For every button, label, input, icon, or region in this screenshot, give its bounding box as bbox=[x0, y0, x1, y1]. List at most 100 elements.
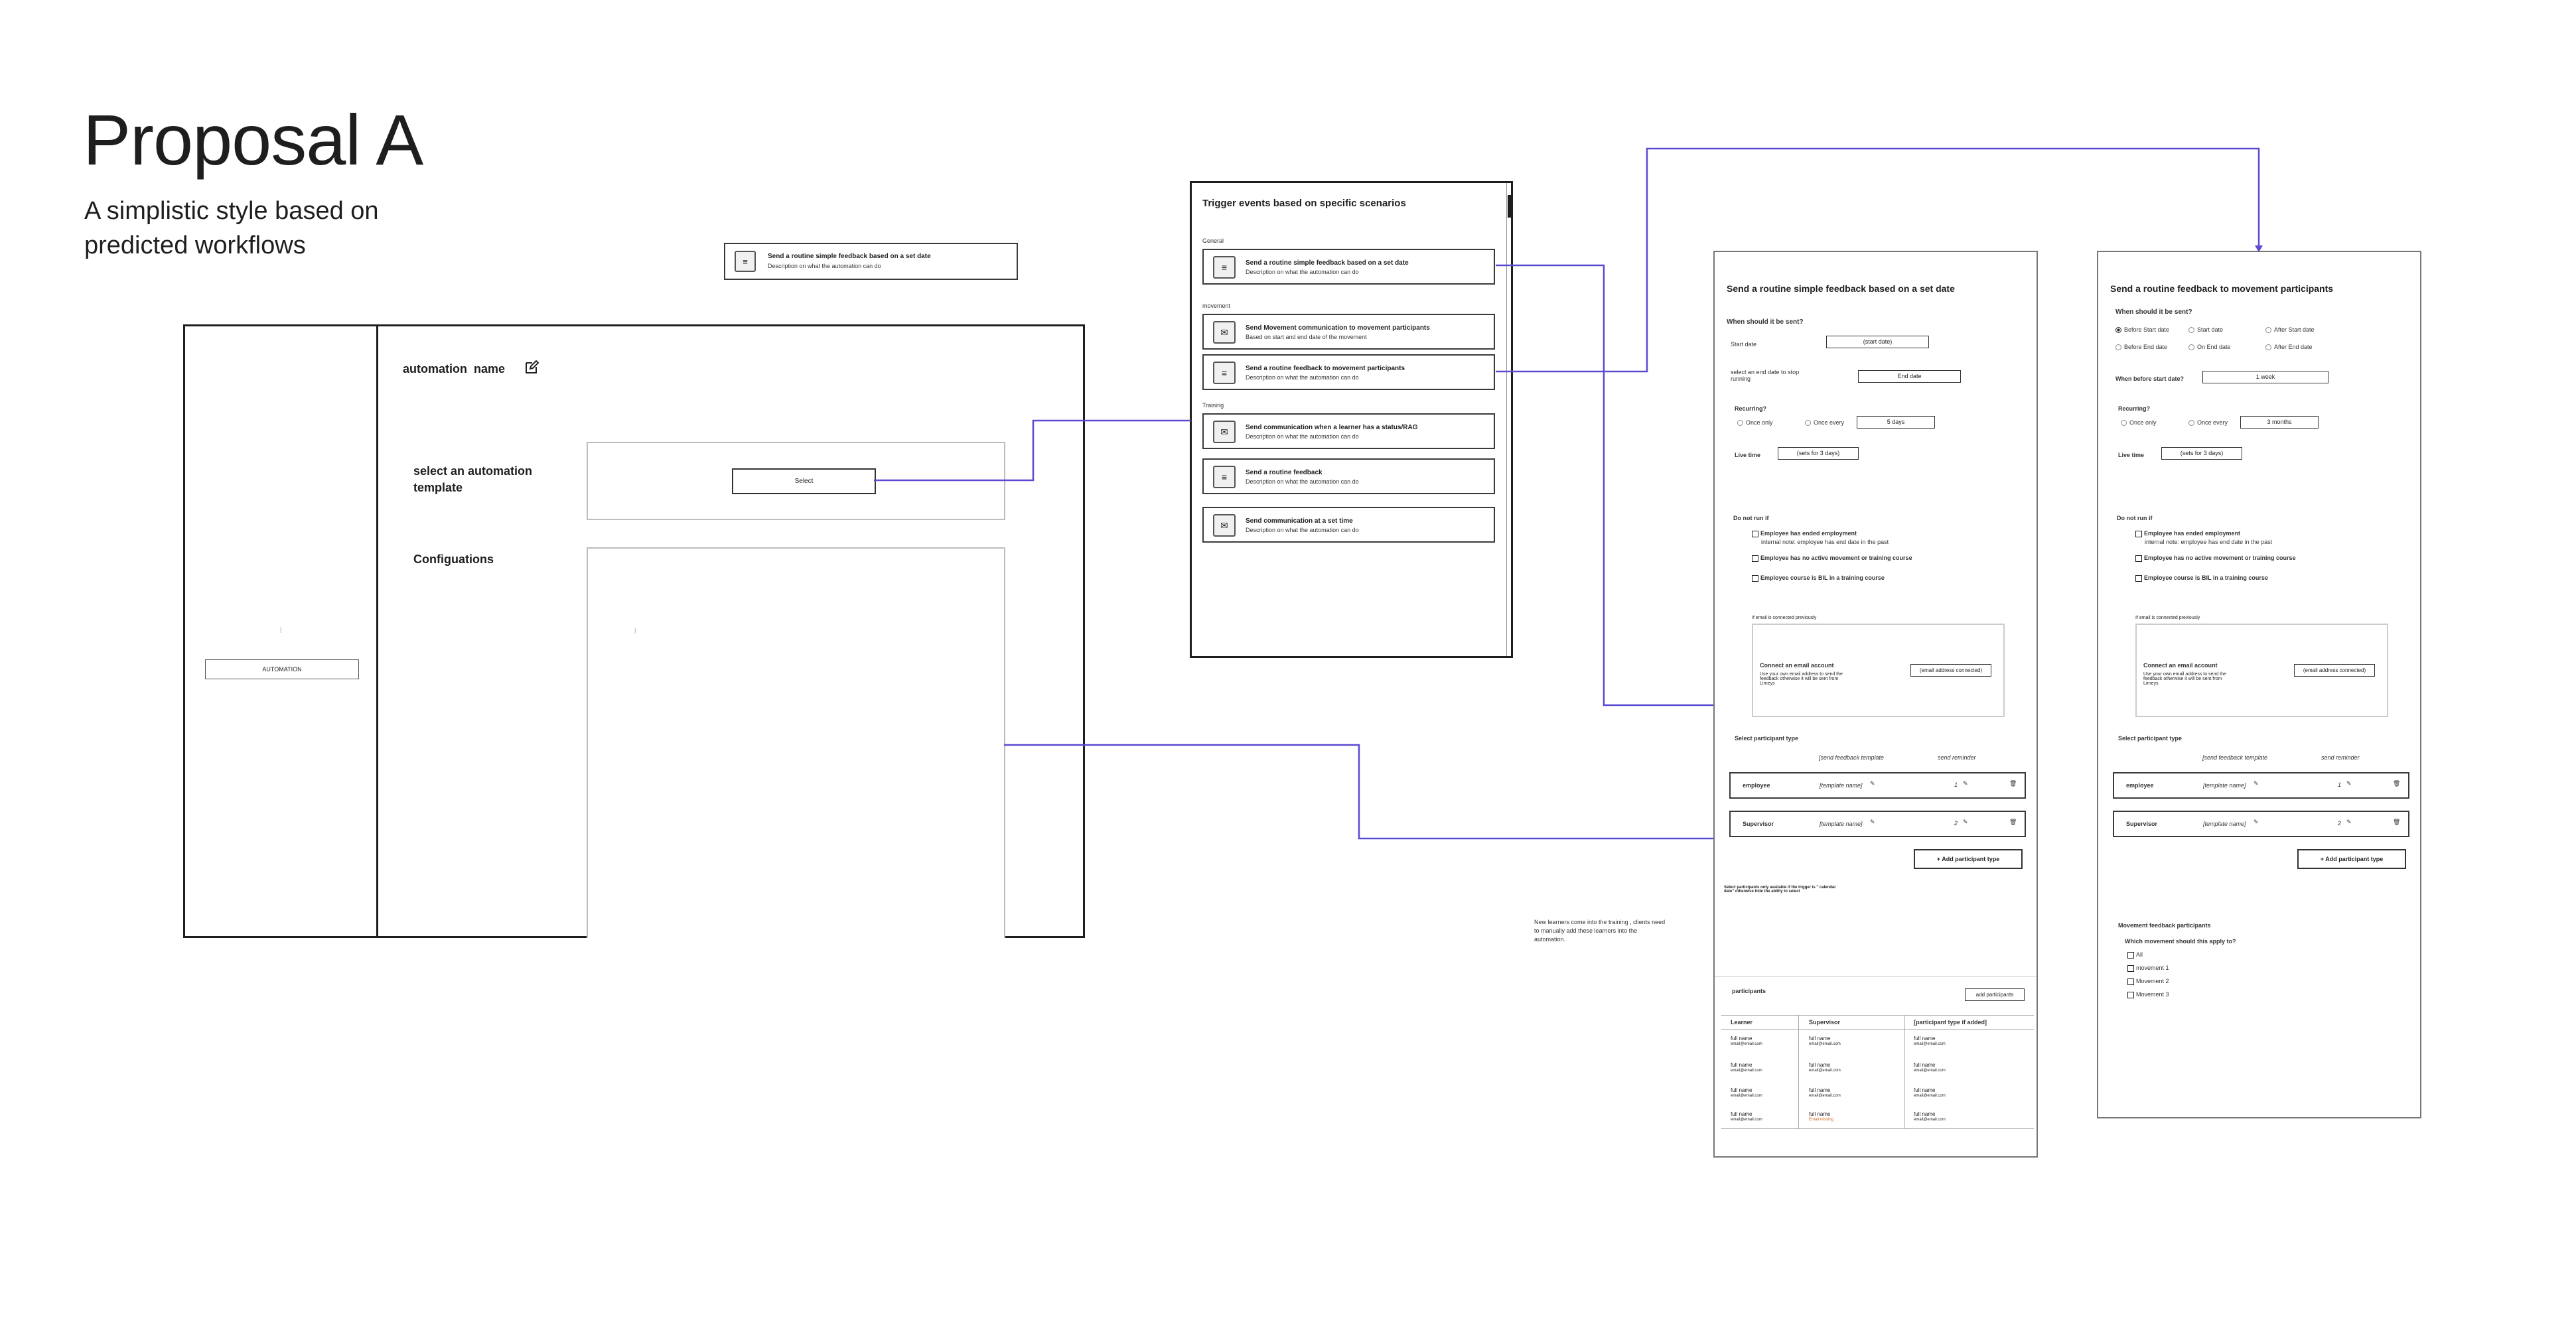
checkbox-icon bbox=[2127, 951, 2134, 959]
check-no-active[interactable]: Employee has no active movement or train… bbox=[2135, 555, 2296, 562]
check-no-active[interactable]: Employee has no active movement or train… bbox=[1752, 555, 1912, 562]
trigger-item[interactable]: ✉ Send communication at a set time Descr… bbox=[1202, 507, 1495, 543]
add-participant-type-button[interactable]: + Add participant type bbox=[1914, 849, 2023, 869]
cell-name: full name bbox=[1731, 1111, 1753, 1117]
card-desc: Description on what the automation can d… bbox=[768, 263, 881, 269]
select-button[interactable]: Select bbox=[732, 468, 876, 494]
option-before-end[interactable]: Before End date bbox=[2115, 344, 2167, 351]
add-participant-type-button[interactable]: + Add participant type bbox=[2297, 849, 2406, 869]
scrollbar-track[interactable] bbox=[1506, 183, 1512, 656]
movement-option[interactable]: All bbox=[2127, 951, 2143, 959]
edit-icon[interactable]: ✎ bbox=[1963, 819, 1968, 825]
before-input[interactable]: 1 week bbox=[2202, 371, 2328, 383]
end-date-input[interactable]: End date bbox=[1858, 370, 1961, 383]
once-only-label: Once only bbox=[2129, 419, 2157, 426]
check-bil[interactable]: Employee course is BIL in a training cou… bbox=[2135, 574, 2268, 582]
edit-icon[interactable]: ✎ bbox=[2346, 819, 2352, 825]
check-label: Employee has ended employment bbox=[1760, 530, 1857, 537]
trigger-item-title: Send a routine simple feedback based on … bbox=[1246, 259, 1409, 267]
start-date-input[interactable]: (start date) bbox=[1826, 336, 1929, 348]
row-template: [template name] bbox=[1820, 782, 1863, 789]
edit-icon[interactable] bbox=[524, 360, 539, 375]
participant-row[interactable]: Supervisor [template name] ✎ 2 ✎ 🗑 bbox=[2113, 811, 2409, 837]
col-reminder: send reminder bbox=[1938, 754, 1976, 761]
once-every-label: Once every bbox=[1814, 419, 1845, 426]
movement-option[interactable]: movement 1 bbox=[2127, 965, 2169, 972]
group-label-training: Training bbox=[1202, 402, 1224, 409]
automation-name[interactable]: automation name bbox=[403, 362, 506, 375]
check-label: Employee has no active movement or train… bbox=[1760, 555, 1912, 561]
trash-icon[interactable]: 🗑 bbox=[2009, 780, 2017, 787]
participant-row[interactable]: Supervisor [template name] ✎ 2 ✎ 🗑 bbox=[1729, 811, 2026, 837]
every-input[interactable]: 5 days bbox=[1857, 416, 1935, 429]
email-title: Connect an email account bbox=[2143, 662, 2218, 669]
check-bil[interactable]: Employee course is BIL in a training cou… bbox=[1752, 574, 1885, 582]
live-time-input[interactable]: (sets for 3 days) bbox=[1778, 447, 1859, 460]
once-every-radio[interactable]: Once every bbox=[2188, 419, 2228, 427]
option-after-end[interactable]: After End date bbox=[2265, 344, 2313, 351]
email-desc: Use your own email address to send the f… bbox=[2143, 672, 2226, 686]
option-start[interactable]: Start date bbox=[2188, 326, 2224, 334]
row-template: [template name] bbox=[2203, 821, 2246, 827]
trigger-item[interactable]: ≡ Send a routine simple feedback based o… bbox=[1202, 249, 1495, 285]
table-divider bbox=[1798, 1016, 1799, 1128]
check-ended-employment[interactable]: Employee has ended employment bbox=[2135, 530, 2240, 537]
every-input[interactable]: 3 months bbox=[2240, 416, 2319, 429]
arrow-head bbox=[2255, 245, 2263, 252]
option-label: Start date bbox=[2197, 326, 2224, 333]
option-before-start[interactable]: Before Start date bbox=[2115, 326, 2169, 334]
start-date-label: Start date bbox=[1731, 341, 1757, 348]
row-template: [template name] bbox=[1820, 821, 1863, 827]
floating-template-card[interactable]: ≡ Send a routine simple feedback based o… bbox=[724, 243, 1018, 280]
trigger-item-title: Send a routine feedback bbox=[1246, 469, 1323, 476]
cell-email: email@email.com bbox=[1809, 1042, 1841, 1046]
radio-icon bbox=[1737, 420, 1743, 427]
trigger-item[interactable]: ≡ Send a routine feedback to movement pa… bbox=[1202, 354, 1495, 390]
movement-option[interactable]: Movement 3 bbox=[2127, 991, 2169, 998]
table-divider bbox=[1721, 1029, 2034, 1030]
trigger-title: Trigger events based on specific scenari… bbox=[1202, 198, 1406, 209]
bars-icon: ≡ bbox=[1213, 466, 1236, 488]
movement-option[interactable]: Movement 2 bbox=[2127, 978, 2169, 985]
edit-icon[interactable]: ✎ bbox=[1963, 780, 1968, 787]
once-only-radio[interactable]: Once only bbox=[2121, 419, 2157, 427]
cell-name: full name bbox=[1914, 1111, 1936, 1117]
cell-email: email@email.com bbox=[1731, 1069, 1762, 1073]
email-connected-input[interactable]: (email address connected) bbox=[1910, 664, 1991, 677]
bars-icon: ≡ bbox=[1213, 256, 1236, 279]
side-note: New learners come into the training , cl… bbox=[1534, 919, 1666, 943]
col-template: [send feedback template bbox=[1819, 754, 1885, 761]
email-title: Connect an email account bbox=[1760, 662, 1834, 669]
once-every-radio[interactable]: Once every bbox=[1805, 419, 1845, 427]
trash-icon[interactable]: 🗑 bbox=[2393, 819, 2401, 825]
check-ended-employment[interactable]: Employee has ended employment bbox=[1752, 530, 1857, 537]
edit-icon[interactable]: ✎ bbox=[2346, 780, 2352, 787]
cell-email: email@email.com bbox=[1731, 1042, 1762, 1046]
trigger-item[interactable]: ✉ Send Movement communication to movemen… bbox=[1202, 314, 1495, 350]
edit-icon[interactable]: ✎ bbox=[1870, 819, 1875, 825]
trash-icon[interactable]: 🗑 bbox=[2393, 780, 2401, 787]
edit-icon[interactable]: ✎ bbox=[2254, 780, 2259, 787]
option-on-end[interactable]: On End date bbox=[2188, 344, 2231, 351]
live-time-input[interactable]: (sets for 3 days) bbox=[2161, 447, 2242, 460]
checkbox-icon bbox=[1752, 574, 1758, 582]
edit-icon[interactable]: ✎ bbox=[1870, 780, 1875, 787]
trigger-item[interactable]: ≡ Send a routine feedback Description on… bbox=[1202, 458, 1495, 494]
scrollbar-thumb[interactable] bbox=[1508, 195, 1512, 218]
option-after-start[interactable]: After Start date bbox=[2265, 326, 2315, 334]
participant-row[interactable]: employee [template name] ✎ 1 ✎ 🗑 bbox=[2113, 772, 2409, 799]
option-label: After Start date bbox=[2274, 326, 2315, 333]
automation-sidebar-button[interactable]: AUTOMATION bbox=[205, 659, 359, 679]
recurring-label: Recurring? bbox=[1735, 405, 1767, 412]
trash-icon[interactable]: 🗑 bbox=[2009, 819, 2017, 825]
trigger-item[interactable]: ✉ Send communication when a learner has … bbox=[1202, 413, 1495, 449]
once-only-radio[interactable]: Once only bbox=[1737, 419, 1773, 427]
cell-name: full name bbox=[1914, 1036, 1936, 1041]
edit-icon[interactable]: ✎ bbox=[2254, 819, 2259, 825]
participant-row[interactable]: employee [template name] ✎ 1 ✎ 🗑 bbox=[1729, 772, 2026, 799]
cell-name: full name bbox=[1914, 1087, 1936, 1093]
cell-name: full name bbox=[1809, 1087, 1831, 1093]
email-connected-input[interactable]: (email address connected) bbox=[2294, 664, 2375, 677]
add-participants-button[interactable]: add participants bbox=[1965, 988, 2025, 1001]
radio-icon bbox=[1805, 420, 1811, 427]
